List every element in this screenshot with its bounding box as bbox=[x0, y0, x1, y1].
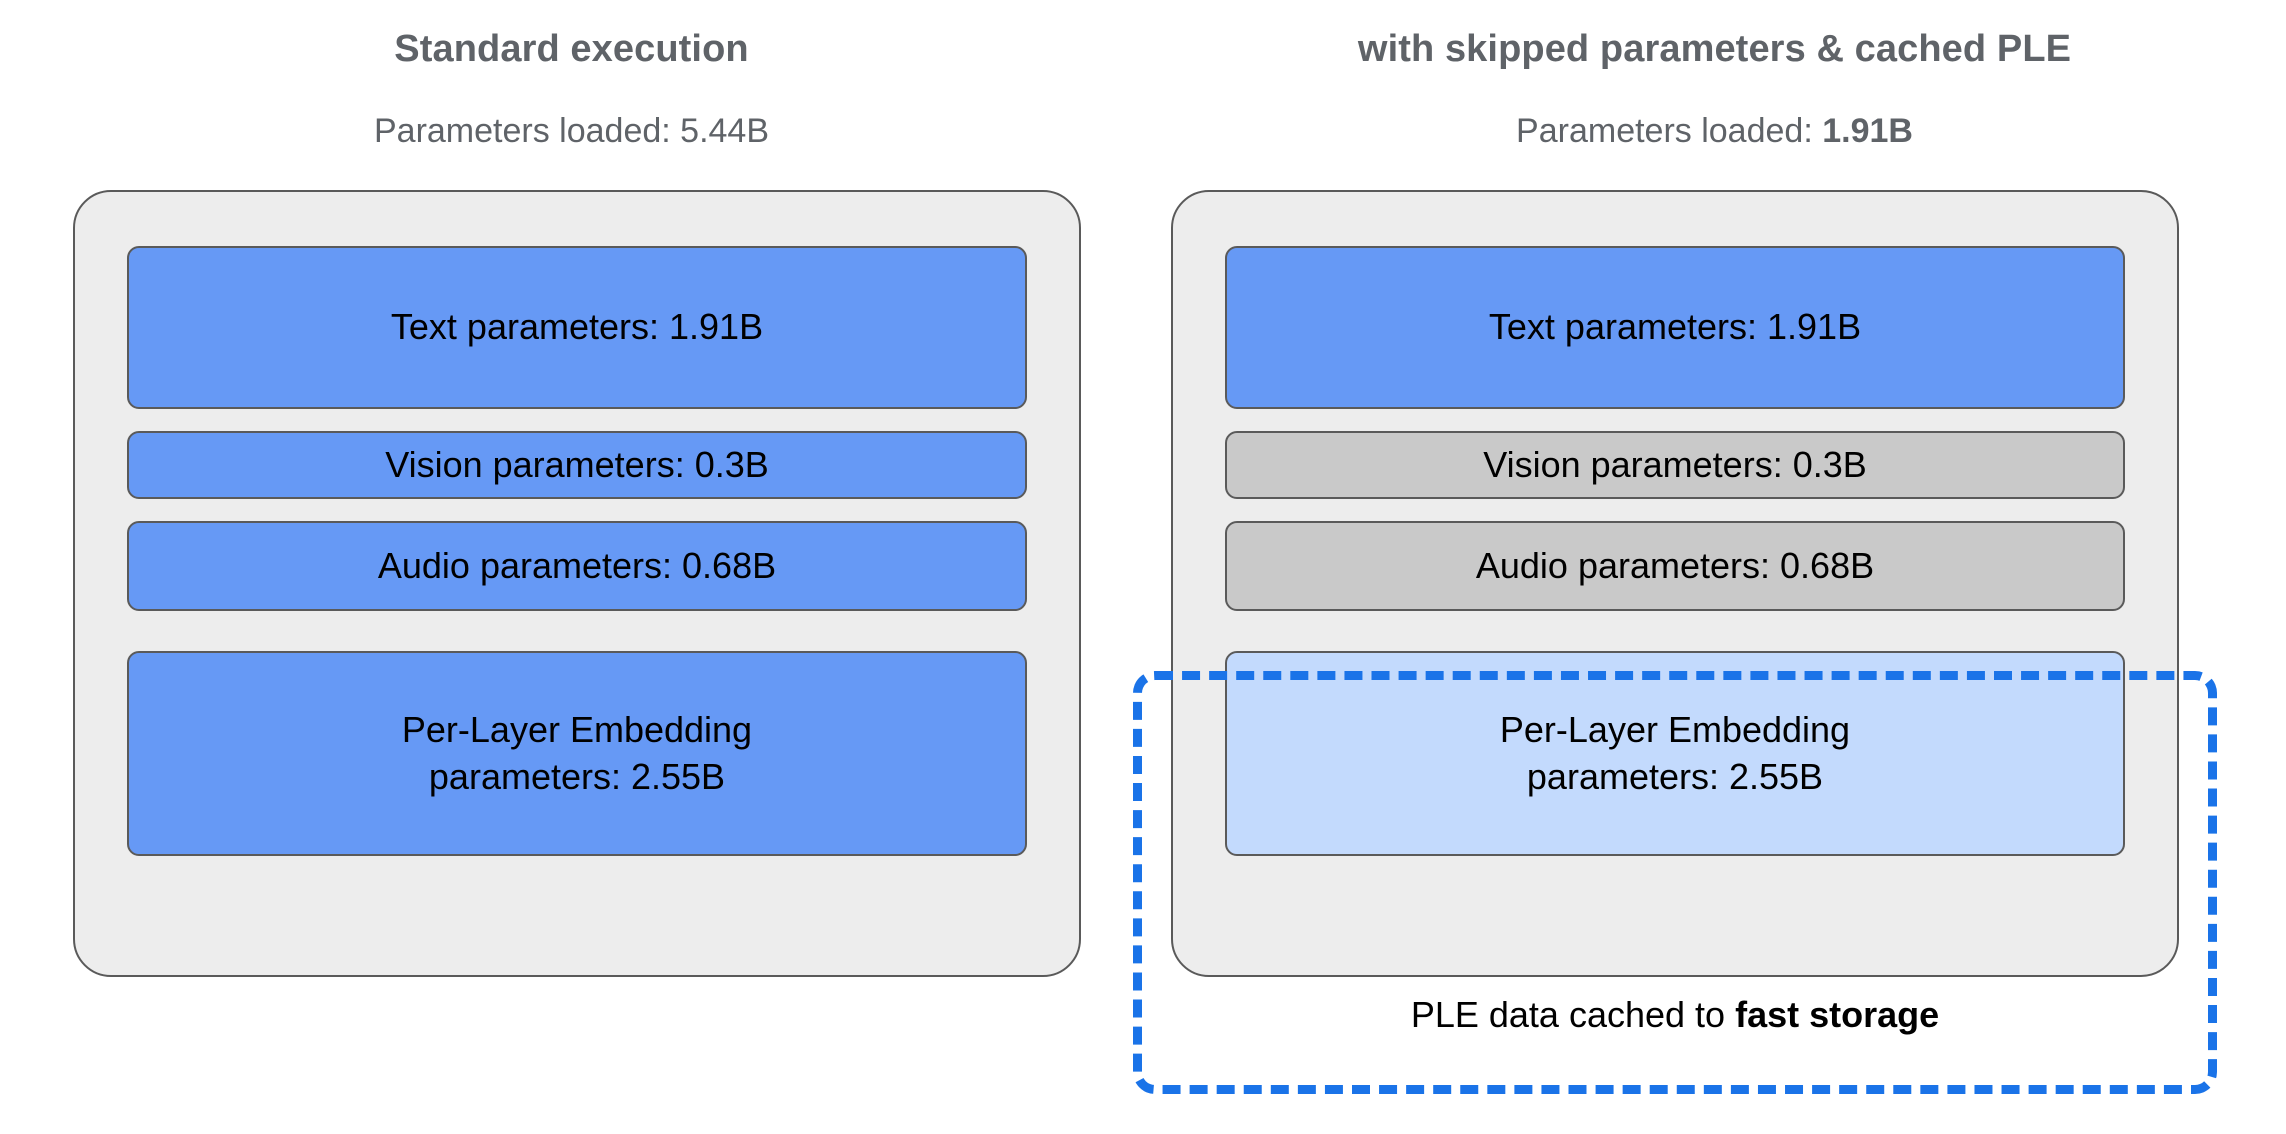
box-label-line1: Per-Layer Embedding bbox=[401, 709, 753, 751]
cache-caption-prefix: PLE data cached to bbox=[1410, 994, 1736, 1035]
subtitle-value-standard: 5.44B bbox=[680, 112, 770, 150]
box-label: Vision parameters: 0.3B bbox=[385, 443, 769, 485]
box-audio-parameters-optimized[interactable]: Audio parameters: 0.68B bbox=[1225, 521, 2125, 611]
panel-optimized-execution: Text parameters: 1.91B Vision parameters… bbox=[1171, 190, 2179, 977]
box-label: Text parameters: 1.91B bbox=[390, 306, 764, 348]
box-label: Audio parameters: 0.68B bbox=[1475, 544, 1875, 586]
box-text-parameters-optimized[interactable]: Text parameters: 1.91B bbox=[1225, 246, 2125, 409]
subtitle-value-optimized: 1.91B bbox=[1822, 112, 1913, 150]
cache-caption-emphasis: fast storage bbox=[1735, 994, 1940, 1035]
box-label: Text parameters: 1.91B bbox=[1488, 306, 1862, 348]
panel-standard-execution: Text parameters: 1.91B Vision parameters… bbox=[73, 190, 1081, 977]
column-title-optimized: with skipped parameters & cached PLE bbox=[1357, 28, 2072, 70]
subtitle-prefix-optimized: Parameters loaded: bbox=[1516, 112, 1823, 150]
box-vision-parameters-optimized[interactable]: Vision parameters: 0.3B bbox=[1225, 431, 2125, 499]
box-label: Vision parameters: 0.3B bbox=[1483, 443, 1867, 485]
box-label: Audio parameters: 0.68B bbox=[377, 544, 777, 586]
box-label-line2: parameters: 2.55B bbox=[428, 755, 726, 797]
subtitle-prefix-standard: Parameters loaded: bbox=[373, 112, 681, 150]
column-title-standard: Standard execution bbox=[394, 28, 749, 70]
column-subtitle-optimized: Parameters loaded: 1.91B bbox=[1143, 112, 2286, 151]
cache-region-caption: PLE data cached to fast storage bbox=[1133, 994, 2217, 1036]
box-label-line2: parameters: 2.55B bbox=[1526, 755, 1824, 797]
box-text-parameters-standard[interactable]: Text parameters: 1.91B bbox=[127, 246, 1027, 409]
column-subtitle-standard: Parameters loaded: 5.44B bbox=[0, 112, 1143, 151]
box-label-line1: Per-Layer Embedding bbox=[1499, 709, 1851, 751]
box-audio-parameters-standard[interactable]: Audio parameters: 0.68B bbox=[127, 521, 1027, 611]
box-vision-parameters-standard[interactable]: Vision parameters: 0.3B bbox=[127, 431, 1027, 499]
